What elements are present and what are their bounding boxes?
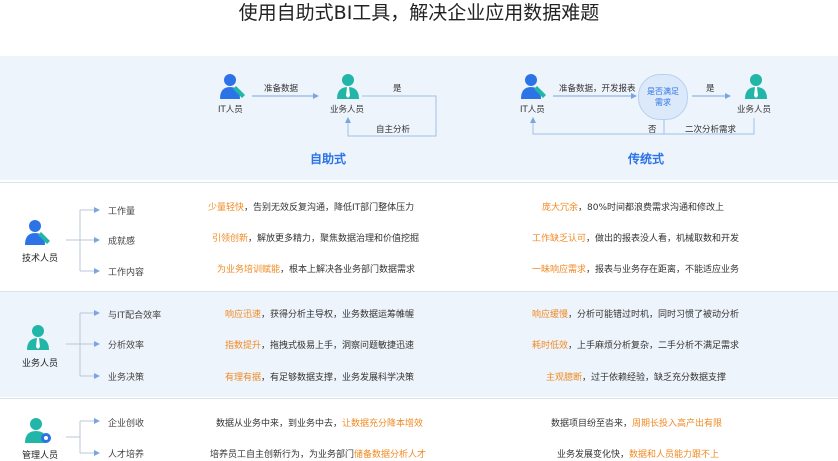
row-item: 业务决策 [108, 373, 145, 383]
self-desc: 响应迅速，获得分析主导权，业务数据运筹帷幄 [225, 310, 415, 320]
row-item: 分析效率 [108, 341, 145, 351]
self-service-title: 自助式 [309, 152, 346, 166]
self-desc: 少量轻快，告别无效反复沟通，降低IT部门整体压力 [208, 203, 415, 213]
row-item: 工作量 [108, 207, 136, 217]
business-person-icon [742, 72, 770, 104]
it-label: IT人员 [520, 105, 545, 115]
self-desc: 有理有据，有足够数据支撑，业务发展科学决策 [225, 373, 415, 383]
row-item: 工作内容 [108, 268, 145, 278]
business-person-icon [24, 323, 52, 355]
self-desc: 为业务培训赋能，根本上解决各业务部门数据需求 [217, 265, 416, 275]
self-desc: 培养员工自主创新行为，为业务部门储备数据分析人才 [210, 450, 427, 460]
self-desc: 指数提升，拖拽式极易上手，洞察问题敏捷迅速 [225, 341, 415, 351]
business-label: 业务人员 [330, 105, 365, 115]
business-label: 业务人员 [737, 105, 772, 115]
it-person-icon [219, 72, 247, 104]
row-item: 成就感 [108, 237, 136, 247]
yes-label: 是 [393, 84, 402, 94]
business-band [0, 292, 838, 397]
trad-desc: 工作缺乏认可，做出的报表没人看，机械取数和开发 [532, 234, 740, 244]
divider [0, 398, 838, 399]
role-label: 管理人员 [21, 451, 58, 461]
divider [0, 182, 838, 183]
trad-desc: 庞大冗余，80%时间都浪费需求沟通和修改上 [542, 203, 725, 213]
yes-label: 是 [706, 84, 715, 94]
self-desc: 数据从业务中来，到业务中去，让数据充分降本增效 [216, 419, 424, 429]
trad-desc: 耗时低效，上手麻烦分析复杂，二手分析不满足需求 [532, 341, 740, 351]
row-item: 企业创收 [108, 419, 145, 429]
loop-label: 自主分析 [376, 125, 411, 135]
row-item: 人才培养 [108, 450, 145, 460]
trad-desc: 一昧响应需求，报表与业务存在距离，不能适应业务 [532, 265, 740, 275]
loop-label: 二次分析需求 [685, 125, 737, 135]
business-person-icon [334, 72, 362, 104]
decision-node: 是否满足需求 [638, 74, 688, 120]
trad-desc: 数据项目纷至沓来，周期长投入高产出有限 [551, 419, 723, 429]
no-label: 否 [648, 125, 657, 135]
comparison-band [0, 56, 838, 180]
arrow-label: 准备数据，开发报表 [559, 84, 636, 94]
decision-label: 是否满足需求 [647, 87, 679, 107]
traditional-title: 传统式 [627, 152, 664, 166]
role-label: 技术人员 [21, 254, 58, 264]
page-title: 使用自助式BI工具，解决企业应用数据难题 [238, 2, 600, 24]
role-label: 业务人员 [21, 359, 58, 369]
divider [0, 291, 838, 292]
arrow-label: 准备数据 [264, 84, 299, 94]
trad-desc: 业务发展变化快，数据和人员能力跟不上 [557, 450, 720, 460]
trad-desc: 主观臆断，过于依赖经验，缺乏充分数据支撑 [546, 373, 727, 383]
it-person-icon [520, 72, 548, 104]
it-label: IT人员 [218, 105, 243, 115]
self-desc: 引领创新，解放更多精力，聚焦数据治理和价值挖掘 [212, 234, 420, 244]
trad-desc: 响应缓慢，分析可能错过时机，同时习惯了被动分析 [532, 310, 740, 320]
tech-person-icon [24, 218, 52, 250]
row-item: 与IT配合效率 [108, 311, 162, 321]
manager-person-icon [24, 416, 52, 448]
